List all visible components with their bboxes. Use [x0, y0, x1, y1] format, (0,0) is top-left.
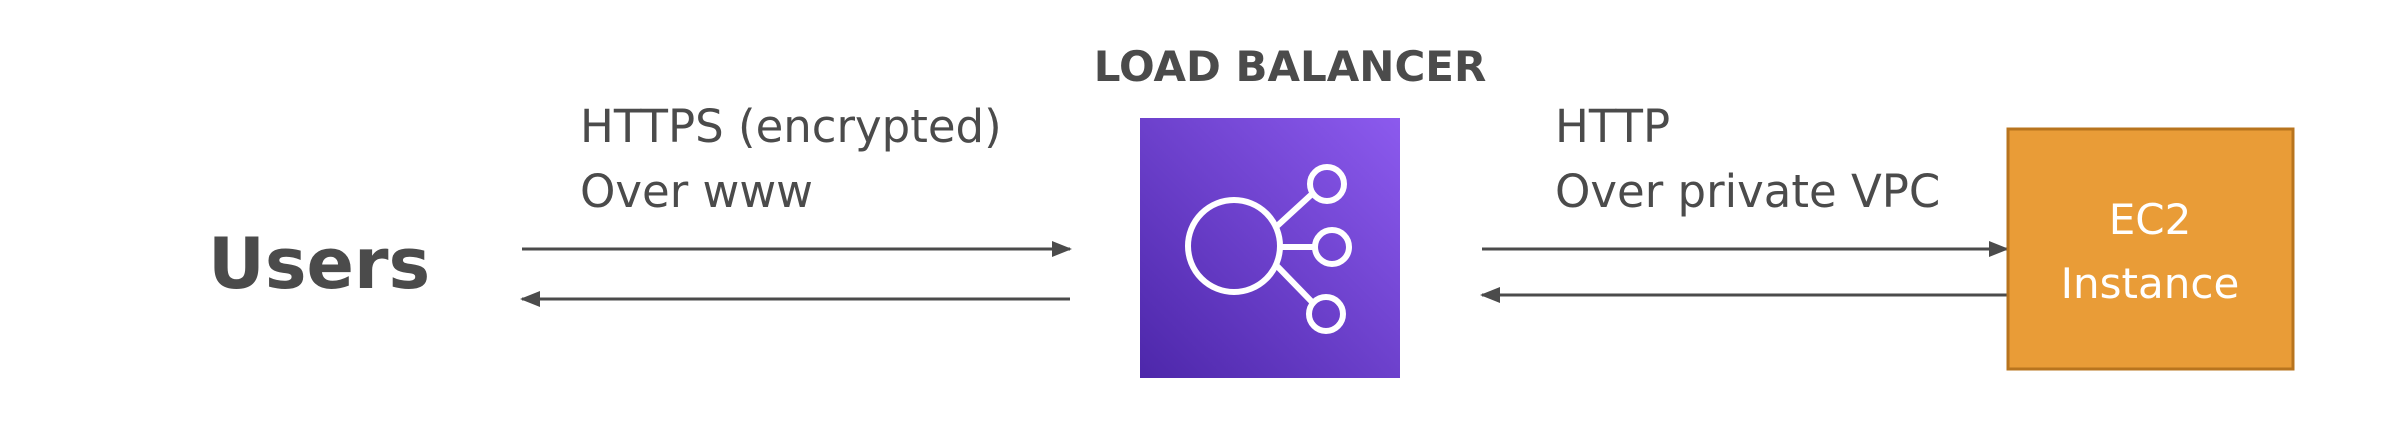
backend-link-protocol: HTTP — [1555, 100, 1670, 153]
ec2-instance-node: EC2 Instance — [2006, 127, 2295, 371]
client-link-network: Over www — [580, 165, 813, 218]
load-balancer-title: LOAD BALANCER — [1094, 42, 1487, 91]
load-balancer-box — [1140, 118, 1400, 378]
users-label: Users — [208, 223, 430, 305]
ec2-instance-box — [2006, 127, 2295, 371]
load-balancer-icon — [1185, 164, 1352, 334]
ec2-instance-label-line2: Instance — [2061, 259, 2240, 308]
client-link-protocol: HTTPS (encrypted) — [580, 100, 1002, 153]
load-balancer-node — [1140, 118, 1400, 378]
ec2-instance-label-line1: EC2 — [2109, 195, 2192, 244]
backend-link-network: Over private VPC — [1555, 165, 1940, 218]
